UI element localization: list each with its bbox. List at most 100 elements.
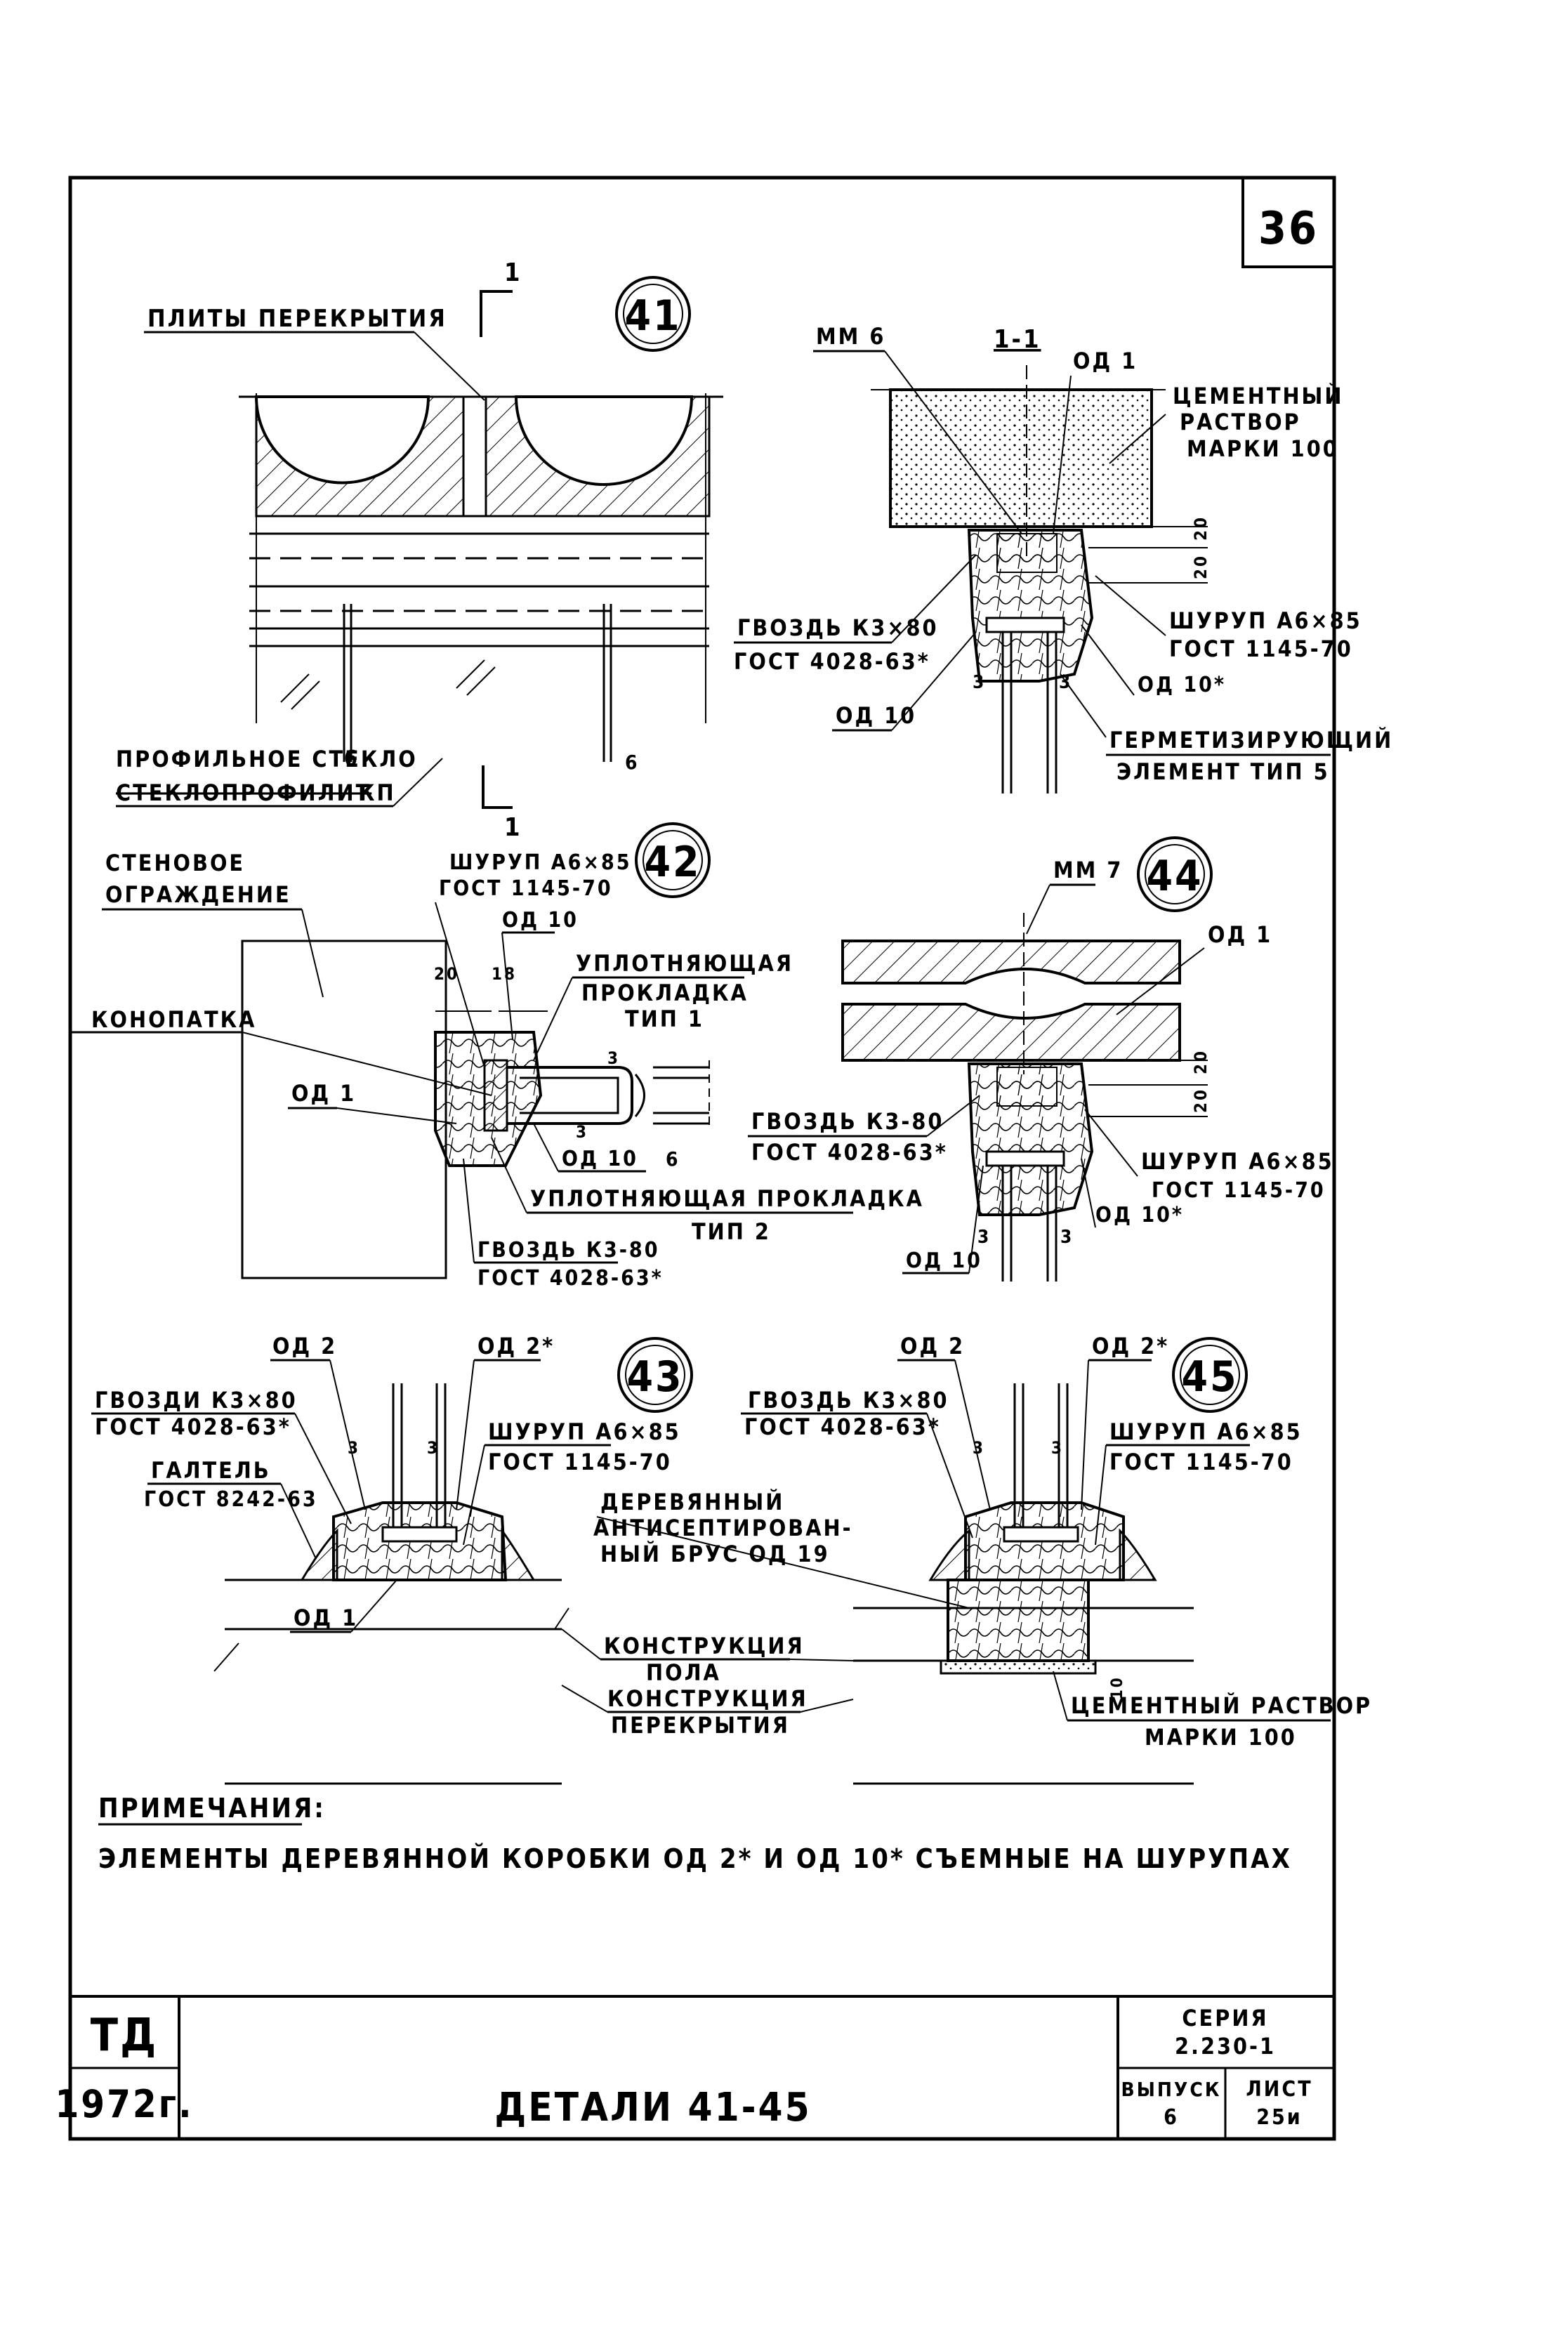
year: 1972г. bbox=[55, 2082, 193, 2126]
label-fillet-1: ГАЛТЕЛЬ bbox=[151, 1457, 271, 1484]
detail-41: 41 1 1 ПЛИТЫ ПЕРЕКРЫТИЯ ПРОФИЛЬНОЕ СТЕКЛ bbox=[116, 258, 723, 842]
org-code: ТД bbox=[91, 2010, 159, 2062]
label-od1: ОД 1 bbox=[1208, 921, 1272, 948]
label-beam-1: ДЕРЕВЯННЫЙ bbox=[600, 1489, 784, 1515]
label-nail-1: ГВОЗДЬ К3-80 bbox=[477, 1238, 659, 1263]
label-wall-1: СТЕНОВОЕ bbox=[105, 850, 245, 876]
label-beam-3: НЫЙ БРУС ОД 19 bbox=[600, 1541, 830, 1567]
label-gasket1-b: ПРОКЛАДКА bbox=[581, 980, 749, 1006]
sheet-value: 25и bbox=[1256, 2105, 1302, 2130]
series-label: СЕРИЯ bbox=[1182, 2005, 1268, 2031]
label-nails-2: ГОСТ 4028-63* bbox=[95, 1414, 291, 1440]
sheet-frame bbox=[68, 176, 1336, 2141]
label-od2s: ОД 2* bbox=[1092, 1333, 1169, 1359]
label-od1: ОД 1 bbox=[291, 1080, 356, 1107]
dim-3b: 3 bbox=[1060, 1227, 1074, 1248]
label-nail-2: ГОСТ 4028-63* bbox=[744, 1414, 941, 1440]
label-fillet-2: ГОСТ 8242-63 bbox=[144, 1487, 318, 1512]
dim-6: 6 bbox=[666, 1147, 680, 1171]
label-nail-2: ГОСТ 4028-63* bbox=[477, 1266, 664, 1291]
series-value: 2.230-1 bbox=[1175, 2033, 1276, 2060]
label-seal-1: ГЕРМЕТИЗИРУЮЩИЙ bbox=[1109, 727, 1393, 753]
dim-3a: 3 bbox=[348, 1438, 360, 1458]
section-mark-top: 1 bbox=[504, 258, 522, 287]
dim-3a: 3 bbox=[973, 1438, 985, 1458]
dim-3b: 3 bbox=[427, 1438, 440, 1458]
issue-label: ВЫПУСК bbox=[1121, 2078, 1222, 2101]
label-screw-1: ШУРУП А6×85 bbox=[1141, 1148, 1334, 1175]
label-beam-2: АНТИСЕПТИРОВАН- bbox=[593, 1515, 853, 1541]
detail-45: 45 ОД 2 ОД 2* ГВОЗДЬ К3×80 ГОСТ 4028-63*… bbox=[593, 1333, 1370, 1785]
label-od2s: ОД 2* bbox=[477, 1333, 555, 1359]
label-screw-1: ШУРУП А6×85 bbox=[1109, 1418, 1303, 1445]
label-cement-3: МАРКИ 100 bbox=[1187, 435, 1339, 462]
label-od1: ОД 1 bbox=[294, 1605, 358, 1631]
section-mark-bottom: 1 bbox=[504, 813, 522, 842]
sheet-title: ДЕТАЛИ 41-45 bbox=[494, 2085, 811, 2130]
label-screw-2: ГОСТ 1145-70 bbox=[1109, 1449, 1293, 1475]
label-gasket2-b: ТИП 2 bbox=[692, 1218, 771, 1245]
label-caulk: КОНОПАТКА bbox=[91, 1006, 256, 1033]
label-cement-1: ЦЕМЕНТНЫЙ bbox=[1173, 383, 1343, 409]
dim-20b: 20 bbox=[1191, 554, 1211, 579]
label-gasket2-a: УПЛОТНЯЮЩАЯ ПРОКЛАДКА bbox=[530, 1185, 924, 1212]
label-od10s: ОД 10* bbox=[1095, 1203, 1184, 1227]
dim-20a: 20 bbox=[1191, 1049, 1211, 1074]
callout-circle bbox=[1172, 1337, 1248, 1413]
section-title: 1-1 bbox=[994, 325, 1041, 354]
label-nail-1: ГВОЗДЬ К3×80 bbox=[748, 1387, 949, 1414]
label-cement-2: РАСТВОР bbox=[1180, 409, 1301, 435]
label-glass: ПРОФИЛЬНОЕ СТЕКЛО bbox=[116, 746, 418, 772]
label-nails-1: ГВОЗДИ К3×80 bbox=[95, 1387, 298, 1414]
notes-heading: ПРИМЕЧАНИЯ: bbox=[98, 1793, 326, 1824]
issue-value: 6 bbox=[1164, 2105, 1179, 2130]
label-nail-2: ГОСТ 4028-63* bbox=[751, 1139, 948, 1166]
detail-number: 41 bbox=[624, 291, 681, 341]
label-wall-2: ОГРАЖДЕНИЕ bbox=[105, 881, 291, 908]
label-plates: ПЛИТЫ ПЕРЕКРЫТИЯ bbox=[147, 305, 447, 333]
sheet-number: 36 bbox=[1258, 203, 1319, 255]
notes-text: ЭЛЕМЕНТЫ ДЕРЕВЯННОЙ КОРОБКИ ОД 2* И ОД 1… bbox=[98, 1843, 1292, 1874]
detail-number: 44 bbox=[1146, 852, 1203, 901]
label-cement-2: МАРКИ 100 bbox=[1145, 1724, 1297, 1751]
label-screw-2: ГОСТ 1145-70 bbox=[1152, 1178, 1326, 1203]
label-nail-2: ГОСТ 4028-63* bbox=[734, 648, 930, 675]
label-mm6: ММ 6 bbox=[816, 323, 885, 350]
label-od2: ОД 2 bbox=[272, 1333, 337, 1359]
dim-3a: 3 bbox=[973, 672, 986, 693]
detail-number: 42 bbox=[644, 838, 701, 887]
notes: ПРИМЕЧАНИЯ: ЭЛЕМЕНТЫ ДЕРЕВЯННОЙ КОРОБКИ … bbox=[98, 1793, 1292, 1874]
section-1-1: 1-1 ММ 6 ОД 1 ЦЕМЕНТНЫЙ РАСТВОР МАРКИ 10… bbox=[734, 323, 1393, 793]
callout-circle bbox=[615, 276, 691, 352]
label-od1: ОД 1 bbox=[1073, 348, 1138, 374]
detail-44: 44 ММ 7 ОД 1 20 20 ГВОЗДЬ К3-80 ГОСТ 402… bbox=[748, 836, 1334, 1282]
detail-42: 42 СТЕНОВОЕ ОГРАЖДЕНИЕ ШУРУП А6×85 ГОСТ … bbox=[70, 822, 924, 1291]
label-screw-2: ГОСТ 1145-70 bbox=[1169, 635, 1353, 662]
label-floor-2: ПОЛА bbox=[646, 1659, 721, 1686]
label-screw-1: ШУРУП А6×85 bbox=[488, 1418, 681, 1445]
shared-labels: КОНСТРУКЦИЯ ПОЛА КОНСТРУКЦИЯ ПЕРЕКРЫТИЯ bbox=[561, 1628, 854, 1739]
label-slab-2: ПЕРЕКРЫТИЯ bbox=[611, 1712, 790, 1739]
label-glass-dim: 6 bbox=[344, 746, 360, 771]
label-gasket1-a: УПЛОТНЯЮЩАЯ bbox=[576, 950, 793, 977]
label-od10-top: ОД 10 bbox=[502, 908, 579, 933]
detail-number: 43 bbox=[626, 1352, 683, 1402]
label-screw-1: ШУРУП А6×85 bbox=[1169, 607, 1362, 634]
dim-3b: 3 bbox=[576, 1122, 588, 1142]
label-screw-2: ГОСТ 1145-70 bbox=[488, 1449, 672, 1475]
label-floor-1: КОНСТРУКЦИЯ bbox=[604, 1633, 805, 1659]
label-steklo: СТЕКЛОПРОФИЛИТ bbox=[116, 779, 371, 806]
title-block: ТД 1972г. ДЕТАЛИ 41-45 СЕРИЯ 2.230-1 ВЫП… bbox=[55, 2005, 1310, 2130]
label-gasket1-c: ТИП 1 bbox=[625, 1006, 704, 1032]
dim-20b: 20 bbox=[1191, 1088, 1211, 1113]
label-od10-bottom: ОД 10 bbox=[562, 1147, 638, 1171]
dim-20: 20 bbox=[434, 964, 459, 984]
dim-3a: 3 bbox=[607, 1048, 620, 1068]
dim-3a: 3 bbox=[977, 1227, 991, 1248]
label-mm7: ММ 7 bbox=[1053, 857, 1123, 883]
label-nail-1: ГВОЗДЬ К3×80 bbox=[737, 614, 939, 641]
label-nail-1: ГВОЗДЬ К3-80 bbox=[751, 1108, 944, 1135]
label-od2: ОД 2 bbox=[900, 1333, 965, 1359]
callout-circle bbox=[635, 822, 711, 898]
label-od10: ОД 10 bbox=[836, 702, 916, 729]
